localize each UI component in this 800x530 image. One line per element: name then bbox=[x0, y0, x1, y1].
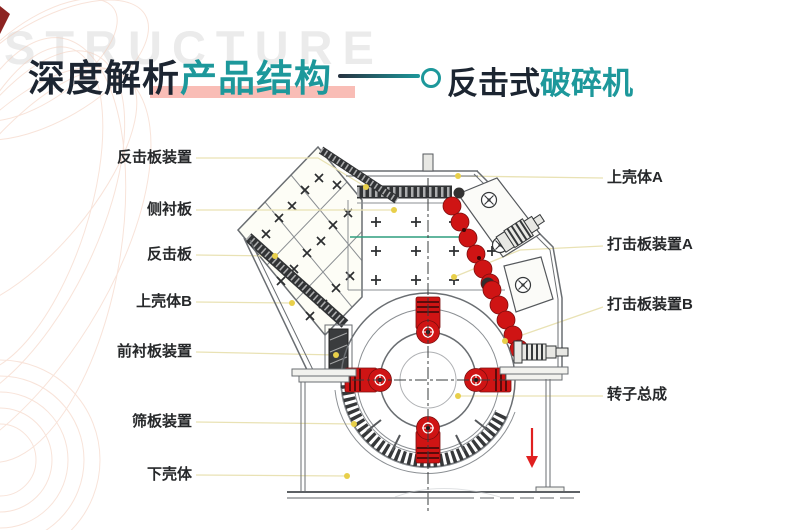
frame-and-base bbox=[287, 366, 580, 499]
part-label-impact-plate: 反击板 bbox=[146, 246, 192, 263]
product-subtitle-teal: 破碎机 bbox=[540, 66, 633, 101]
page-title-dark: 深度解析 bbox=[28, 58, 180, 99]
part-label-upper-housing-a: 上壳体A bbox=[607, 169, 663, 186]
leader-dots bbox=[272, 173, 508, 479]
product-subtitle-dark: 反击式 bbox=[447, 66, 540, 101]
connector-dot-icon bbox=[421, 68, 441, 88]
adjust-bolt-b bbox=[513, 340, 569, 364]
product-subtitle: 反击式破碎机 bbox=[447, 58, 633, 103]
centerlines bbox=[352, 178, 508, 512]
flow-arrow bbox=[526, 428, 538, 468]
connector-line bbox=[338, 74, 420, 78]
part-label-rotor-assembly: 转子总成 bbox=[607, 386, 668, 403]
part-label-lower-housing: 下壳体 bbox=[146, 466, 192, 483]
part-label-front-liner-assembly: 前衬板装置 bbox=[116, 343, 192, 360]
part-label-impact-plate-assembly: 反击板装置 bbox=[116, 149, 192, 166]
top-pin bbox=[422, 153, 434, 172]
part-label-screen-plate-assembly: 筛板装置 bbox=[131, 413, 192, 430]
title-underline bbox=[150, 86, 355, 98]
adjust-bolt-a bbox=[495, 213, 545, 253]
leader-lines bbox=[195, 157, 604, 477]
page-title-teal: 产品结构 bbox=[180, 58, 332, 99]
part-label-blow-bar-assembly-a: 打击板装置A bbox=[607, 236, 693, 253]
corner-accent bbox=[0, 6, 10, 34]
part-label-upper-housing-b: 上壳体B bbox=[136, 293, 192, 310]
rotor-assembly-drawing bbox=[334, 178, 516, 512]
page-title: 深度解析产品结构 bbox=[28, 48, 332, 102]
part-label-side-liner: 侧衬板 bbox=[146, 201, 192, 218]
blow-bar-chains bbox=[442, 177, 569, 364]
x-hatch-marks bbox=[261, 173, 355, 321]
part-label-blow-bar-assembly-b: 打击板装置B bbox=[607, 296, 693, 313]
guilloche-decoration bbox=[0, 0, 152, 530]
